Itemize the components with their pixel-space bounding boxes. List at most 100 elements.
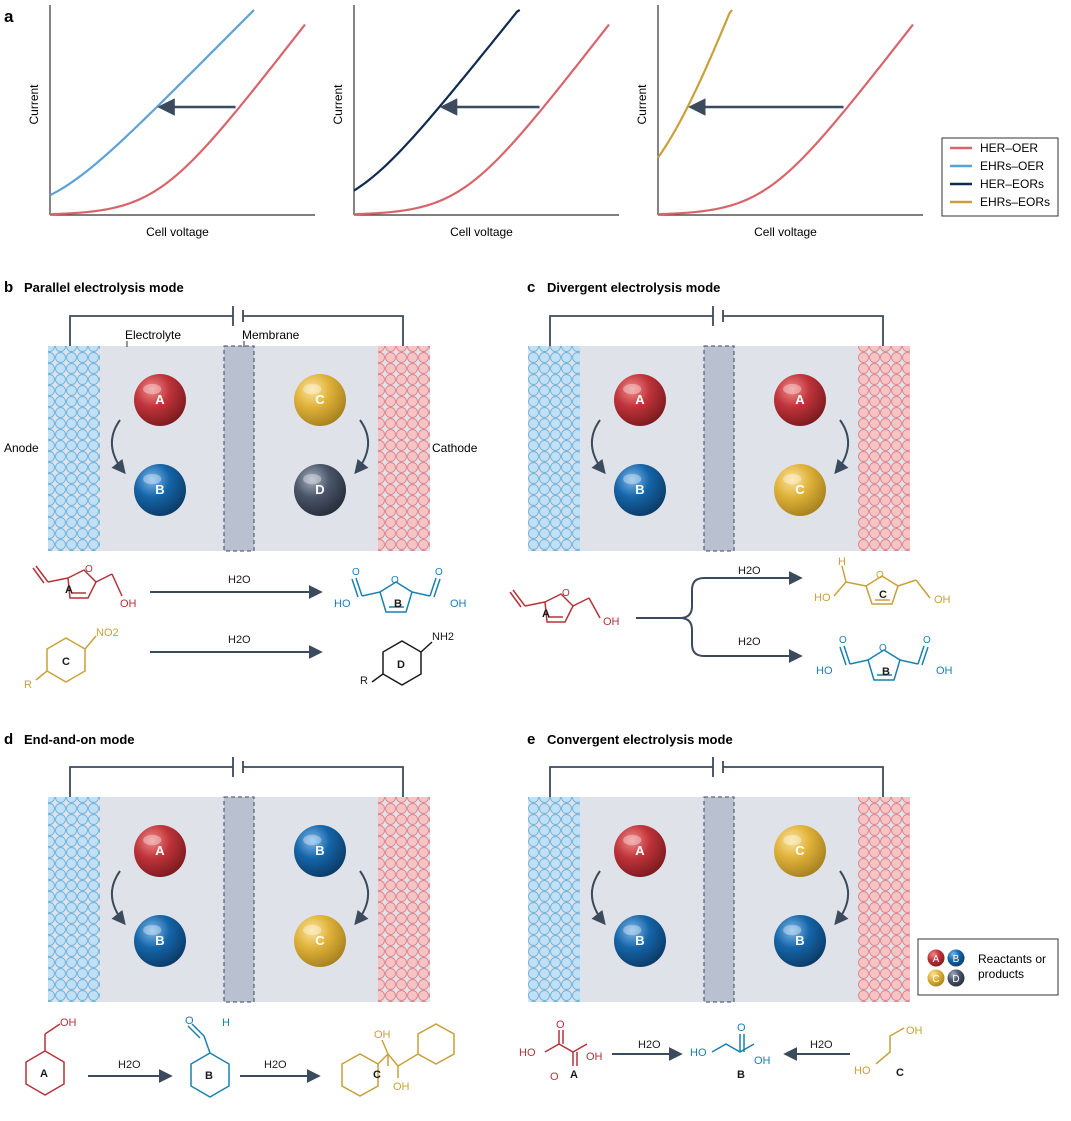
hmf-letter: A [65, 584, 73, 596]
conversion-arrow [111, 870, 126, 926]
conversion-arrow [111, 419, 126, 475]
svg-text:C: C [62, 656, 70, 668]
panel-e-letter: e [527, 731, 535, 748]
nitroarene-molecule [35, 635, 97, 683]
membrane [223, 796, 255, 1003]
svg-text:A: A [542, 608, 550, 620]
anode-electrode [528, 797, 580, 1002]
conversion-arrow [591, 870, 606, 926]
hmf-oh: OH [120, 598, 137, 610]
svg-text:HO: HO [854, 1065, 871, 1077]
panel-d-title: End-and-on mode [24, 732, 135, 747]
svg-text:C: C [932, 974, 939, 985]
panel-c-letter: c [527, 279, 535, 296]
cathode-electrode [858, 346, 910, 551]
svg-text:H: H [222, 1017, 230, 1029]
svg-text:HO: HO [690, 1047, 707, 1059]
svg-text:H2O: H2O [738, 565, 761, 577]
svg-text:A: A [40, 1068, 48, 1080]
svg-text:HO: HO [519, 1047, 536, 1059]
svg-text:O: O [879, 643, 887, 654]
sphere-a [614, 374, 666, 426]
sphere-c [294, 915, 346, 967]
svg-text:O: O [352, 567, 360, 578]
x-axis-label: Cell voltage [146, 225, 209, 239]
svg-text:H2O: H2O [118, 1059, 141, 1071]
svg-text:OH: OH [906, 1025, 923, 1037]
sphere-a [774, 374, 826, 426]
svg-text:OH: OH [374, 1029, 391, 1041]
series-line [657, 9, 733, 159]
svg-text:HO: HO [816, 665, 833, 677]
electrolyte-label: Electrolyte [125, 328, 181, 342]
cathode-electrode [378, 797, 430, 1002]
anode-electrode [48, 346, 100, 551]
svg-text:D: D [397, 659, 405, 671]
sphere-a [614, 825, 666, 877]
svg-text:A: A [795, 392, 805, 407]
legend-sphere-b [946, 948, 966, 968]
svg-text:O: O [839, 635, 847, 646]
svg-text:B: B [394, 598, 402, 610]
legend-text-2: products [978, 967, 1024, 981]
sphere-b [614, 915, 666, 967]
panel-b-reaction-1: O A OH H2O O O O B HO OH [32, 564, 467, 613]
sphere-b [294, 825, 346, 877]
svg-text:C: C [795, 482, 805, 497]
panel-b-letter: b [4, 279, 13, 296]
hmf-molecule [32, 565, 123, 599]
svg-text:H2O: H2O [810, 1039, 833, 1051]
membrane-label: Membrane [242, 328, 300, 342]
branch-arrow-top [636, 571, 803, 619]
svg-text:O: O [562, 588, 570, 599]
svg-text:O: O [435, 567, 443, 578]
sphere-c [294, 374, 346, 426]
svg-text:A: A [155, 392, 165, 407]
hmf-ring-o: O [85, 564, 93, 575]
svg-text:A: A [635, 843, 645, 858]
series-line [49, 23, 306, 216]
svg-text:C: C [315, 392, 325, 407]
aniline-molecule [371, 640, 433, 686]
legend-sphere-c [926, 968, 946, 988]
legend-sphere-a [926, 948, 946, 968]
y-axis-label: Current [635, 84, 649, 125]
svg-text:NH2: NH2 [432, 631, 454, 643]
legend-label: HER–EORs [980, 177, 1044, 191]
conversion-arrow [354, 870, 369, 926]
svg-text:C: C [315, 933, 325, 948]
legend-label: EHRs–EORs [980, 195, 1050, 209]
svg-text:OH: OH [586, 1051, 603, 1063]
svg-text:OH: OH [934, 594, 951, 606]
sphere-b [614, 464, 666, 516]
panel-b-title: Parallel electrolysis mode [24, 280, 184, 295]
sphere-c [774, 464, 826, 516]
anode-label: Anode [4, 441, 39, 455]
svg-text:B: B [155, 482, 164, 497]
anode-electrode [528, 346, 580, 551]
svg-text:D: D [315, 482, 324, 497]
legend-label: EHRs–OER [980, 159, 1044, 173]
cell-panel-b: A B C D [48, 306, 430, 552]
svg-text:H2O: H2O [228, 634, 251, 646]
svg-text:OH: OH [60, 1017, 77, 1029]
conversion-arrow [591, 419, 606, 475]
series-line [353, 23, 610, 216]
conversion-arrow [354, 419, 369, 475]
svg-text:O: O [391, 575, 399, 586]
sphere-d [294, 464, 346, 516]
svg-text:O: O [556, 1019, 565, 1031]
fdca-oh: OH [450, 598, 467, 610]
y-axis-label: Current [27, 84, 41, 125]
panel-d-letter: d [4, 731, 13, 748]
conversion-arrow [834, 419, 849, 475]
panel-e-reaction: HO OH O O A H2O HO O OH B H2O HO OH C [519, 1019, 923, 1083]
cathode-electrode [858, 797, 910, 1002]
x-axis-label: Cell voltage [450, 225, 513, 239]
